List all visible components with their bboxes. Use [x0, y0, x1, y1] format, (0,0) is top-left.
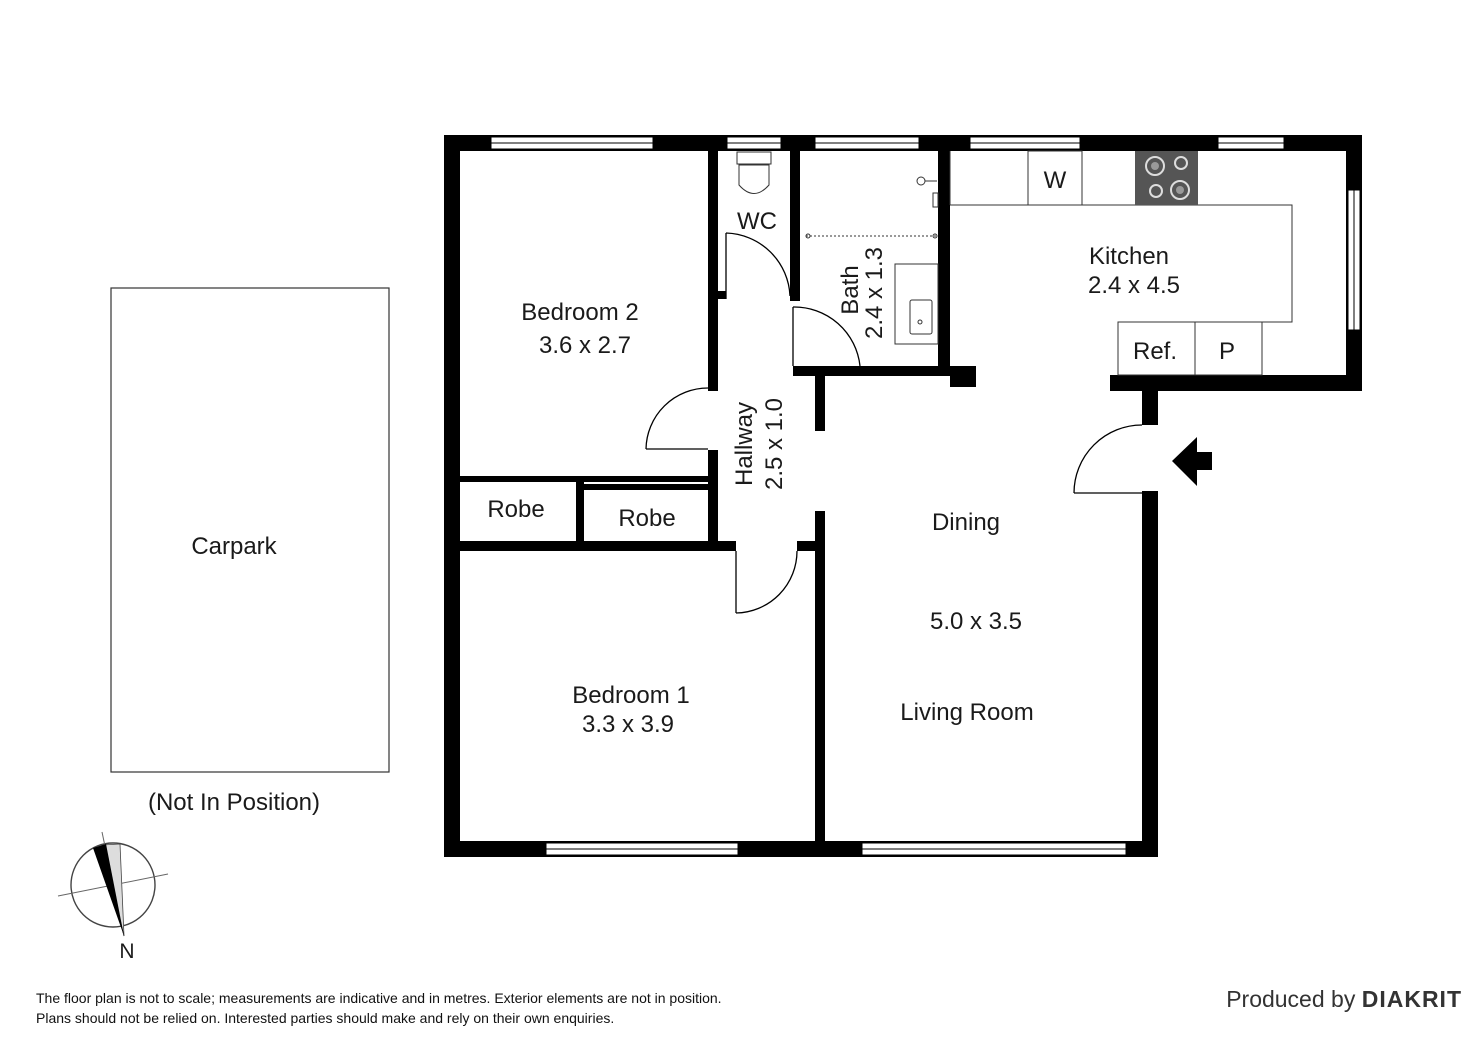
robe-right-name: Robe: [618, 505, 675, 532]
bath-name: Bath: [837, 265, 864, 314]
entry-arrow-icon: [1172, 437, 1212, 486]
vanity: [894, 263, 939, 345]
hallway-size: 2.5 x 1.0: [761, 398, 788, 490]
fridge-label: Ref.: [1133, 338, 1177, 365]
dining-name: Dining: [932, 509, 1000, 536]
wc-name: WC: [737, 208, 777, 235]
washer-space: [1027, 150, 1083, 206]
compass-icon: [57, 831, 169, 937]
fixtures: [736, 150, 1293, 376]
credit-prefix: Produced by: [1226, 986, 1356, 1012]
interior-walls: [460, 151, 976, 857]
disclaimer: The floor plan is not to scale; measurem…: [36, 988, 722, 1028]
disclaimer-line-1: The floor plan is not to scale; measurem…: [36, 990, 722, 1006]
hallway-name: Hallway: [731, 402, 758, 486]
shower-head-icon: [916, 176, 926, 186]
bedroom1-size: 3.3 x 3.9: [582, 711, 674, 738]
doors: [645, 232, 1143, 614]
disclaimer-line-2: Plans should not be relied on. Intereste…: [36, 1010, 615, 1026]
diakrit-logo: DIAKRIT: [1361, 986, 1462, 1012]
cooktop-icon: [1135, 151, 1198, 205]
producer-credit: Produced by DIAKRIT: [1226, 986, 1462, 1013]
kitchen-name: Kitchen: [1089, 243, 1169, 270]
pantry-label: P: [1219, 338, 1235, 365]
living-size: 5.0 x 3.5: [930, 608, 1022, 635]
floor-plan: Bedroom 2 3.6 x 2.7 WC Bath 2.4 x 1.3 Ki…: [57, 135, 1362, 963]
bedroom2-name: Bedroom 2: [521, 299, 638, 326]
pantry: [1194, 321, 1263, 376]
robe-left-name: Robe: [487, 496, 544, 523]
sink-icon: [909, 299, 933, 335]
bedroom1-name: Bedroom 1: [572, 682, 689, 709]
toilet-icon: [736, 151, 772, 165]
washer-label: W: [1044, 167, 1067, 194]
carpark-name: Carpark: [191, 533, 277, 560]
bath-size: 2.4 x 1.3: [861, 247, 888, 339]
bedroom2-size: 3.6 x 2.7: [539, 332, 631, 359]
carpark-outline: [110, 287, 390, 773]
compass-label: N: [119, 940, 134, 963]
windows: [490, 136, 1361, 856]
carpark-note: (Not In Position): [148, 789, 320, 816]
living-name: Living Room: [900, 699, 1033, 726]
kitchen-size: 2.4 x 4.5: [1088, 272, 1180, 299]
